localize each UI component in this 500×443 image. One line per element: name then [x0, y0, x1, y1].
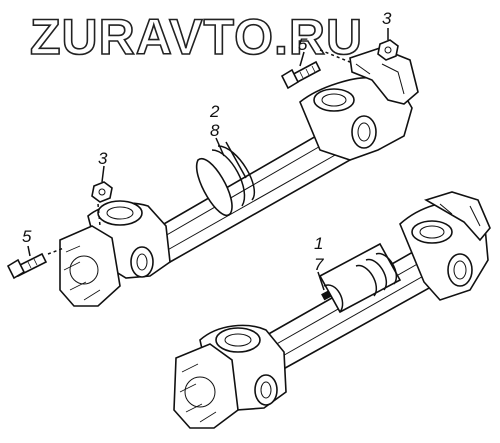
leader-lines: [27, 28, 389, 291]
watermark-text: ZURAVTO.RU: [30, 9, 363, 65]
label-nut-left: 3: [98, 149, 108, 168]
label-bolt-left: 5: [22, 227, 32, 246]
label-shaft-lower-a: 1: [314, 234, 323, 253]
label-bolt-top: 5: [298, 35, 308, 54]
nut-top: [377, 39, 399, 61]
label-shaft-upper-a: 2: [209, 102, 220, 121]
label-nut-top: 3: [382, 9, 392, 28]
upper-cardan-shaft: [59, 47, 419, 307]
bolt-left: [6, 252, 48, 280]
nut-left: [91, 181, 113, 203]
label-shaft-lower-b: 7: [314, 255, 324, 274]
lower-cardan-shaft: [173, 191, 491, 429]
bolt-top: [280, 60, 322, 90]
label-shaft-upper-b: 8: [210, 121, 220, 140]
